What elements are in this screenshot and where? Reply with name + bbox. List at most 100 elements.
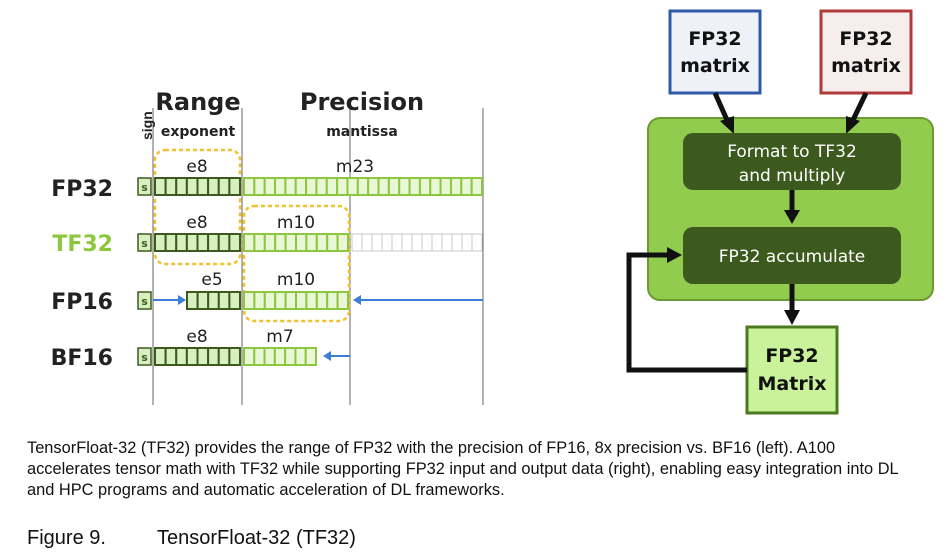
- fp32-mantissa-bit: [315, 177, 328, 196]
- bf16-mantissa-bit: [253, 347, 266, 366]
- fp32-mantissa-bit: [429, 177, 442, 196]
- accumulate-box: [683, 227, 901, 284]
- tf32-mantissa-bit: [295, 233, 308, 252]
- tf32-unused-bits-bit: [431, 233, 443, 252]
- fp16-mantissa-bit: [253, 291, 266, 310]
- tf32-unused-bits-bit: [381, 233, 393, 252]
- fp16-exponent-bit: [228, 291, 241, 310]
- arrow-input-b: [850, 91, 869, 122]
- fp32-mantissa-bit: [367, 177, 380, 196]
- fp32-mantissa-bit: [408, 177, 421, 196]
- fp16-exponent-bit: [207, 291, 220, 310]
- tf32-unused-bits-bit: [371, 233, 383, 252]
- fp16-mantissa-bit: [305, 291, 318, 310]
- input-matrix-a-box: [668, 9, 762, 95]
- bit-fields: [154, 177, 483, 366]
- fp16-mantissa-bit: [295, 291, 308, 310]
- fp16-mantissa-bit: [315, 291, 329, 310]
- tf32-unused-bits-bit: [421, 233, 433, 252]
- bf16-exponent-bit: [207, 347, 220, 366]
- tf32-exponent-bit: [164, 233, 178, 252]
- bf16-mantissa-bit: [294, 347, 307, 366]
- fp16-mantissa-field: [243, 291, 350, 310]
- arrowhead-out: [784, 310, 800, 325]
- tf32-mantissa-bit: [326, 233, 339, 252]
- arrowhead-mid: [784, 210, 800, 224]
- arrowhead-input-b: [846, 116, 860, 134]
- range-highlight: [153, 148, 242, 266]
- input-b-line1: FP32: [839, 28, 892, 50]
- exp-label-tf32: e8: [186, 213, 207, 233]
- input-matrix-b-box: [819, 9, 913, 95]
- figure-caption: TensorFloat-32 (TF32) provides the range…: [27, 439, 899, 499]
- fp16-mantissa-bit: [326, 291, 339, 310]
- input-a-line2: matrix: [680, 55, 750, 77]
- exp-label-fp32: e8: [186, 157, 207, 177]
- sign-label-bf16: s: [141, 351, 148, 364]
- precision-highlight: [242, 204, 351, 323]
- format-name-fp16: FP16: [51, 290, 113, 315]
- fp32-mantissa-bit: [336, 177, 349, 196]
- fp16-exponent-field: [186, 291, 241, 310]
- bf16-mantissa-bit: [273, 347, 287, 366]
- tf32-unused-bits-bit: [411, 233, 423, 252]
- arrow-input-a: [712, 91, 730, 122]
- sign-label-tf32: s: [141, 237, 148, 250]
- tf32-exponent-bit: [207, 233, 220, 252]
- sign-label-fp16: s: [141, 295, 148, 308]
- tf32-exponent-bit: [217, 233, 231, 252]
- fp32-exponent-bit: [164, 177, 178, 196]
- format-name-tf32: TF32: [52, 232, 113, 257]
- bf16-mantissa-bit: [304, 347, 317, 366]
- bf16-mantissa-field: [243, 347, 317, 366]
- fp16-exponent-bit: [186, 291, 199, 310]
- fp16-mantissa-bit: [263, 291, 277, 310]
- fp32-exponent-bit: [175, 177, 188, 196]
- fp32-exponent-bit: [217, 177, 231, 196]
- fp32-mantissa-bit: [387, 177, 401, 196]
- tf32-mantissa-bit: [305, 233, 318, 252]
- fp32-mantissa-bit: [243, 177, 256, 196]
- input-b-line2: matrix: [831, 55, 901, 77]
- fp32-exponent-bit: [154, 177, 167, 196]
- fp32-mantissa-bit: [263, 177, 277, 196]
- tf32-mantissa-field: [243, 233, 350, 252]
- fp16-exponent-bit: [217, 291, 231, 310]
- input-arrows: [712, 91, 869, 134]
- tf32-mantissa-bit: [336, 233, 350, 252]
- bf16-exponent-field: [154, 347, 242, 366]
- fp32-mantissa-bit: [305, 177, 318, 196]
- bf16-mantissa-bit: [284, 347, 297, 366]
- tf32-unused-bits-bit: [471, 233, 483, 252]
- fp32-mantissa-field: [243, 177, 483, 196]
- tf32-unused-bits-bit: [451, 233, 463, 252]
- bf16-mantissa-bit: [263, 347, 276, 366]
- format-comparison-diagram: sign Range exponent Precision mantissa F…: [51, 88, 484, 405]
- tf32-mantissa-bit: [274, 233, 287, 252]
- bf16-exponent-bit: [228, 347, 242, 366]
- sign-bit-tf32: [137, 233, 152, 252]
- tf32-mantissa-bit: [243, 233, 256, 252]
- tf32-unused-bits-bit: [361, 233, 373, 252]
- figure-title: TensorFloat-32 (TF32): [157, 527, 356, 549]
- exponent-header: exponent: [161, 124, 236, 140]
- accumulate-label: FP32 accumulate: [719, 247, 866, 267]
- shift-arrows: [153, 295, 483, 361]
- fp32-mantissa-bit: [294, 177, 308, 196]
- fp32-exponent-bit: [228, 177, 242, 196]
- man-label-bf16: m7: [266, 327, 293, 347]
- tf32-exponent-bit: [175, 233, 188, 252]
- bf16-mantissa-bit: [243, 347, 256, 366]
- fp32-mantissa-bit: [346, 177, 359, 196]
- tf32-exponent-bit: [196, 233, 210, 252]
- format-multiply-line1: Format to TF32: [727, 142, 857, 162]
- multiply-to-accumulate-arrow: [784, 190, 800, 224]
- fp32-exponent-bit: [196, 177, 210, 196]
- fp32-mantissa-bit: [398, 177, 411, 196]
- fp32-mantissa-bit: [418, 177, 432, 196]
- tf32-unused-bits-bit: [461, 233, 473, 252]
- format-multiply-line2: and multiply: [739, 166, 845, 186]
- fp16-exponent-bit: [196, 291, 210, 310]
- tf32-unused-bits-bit: [441, 233, 453, 252]
- bf16-mantissa-arrowhead: [323, 351, 331, 361]
